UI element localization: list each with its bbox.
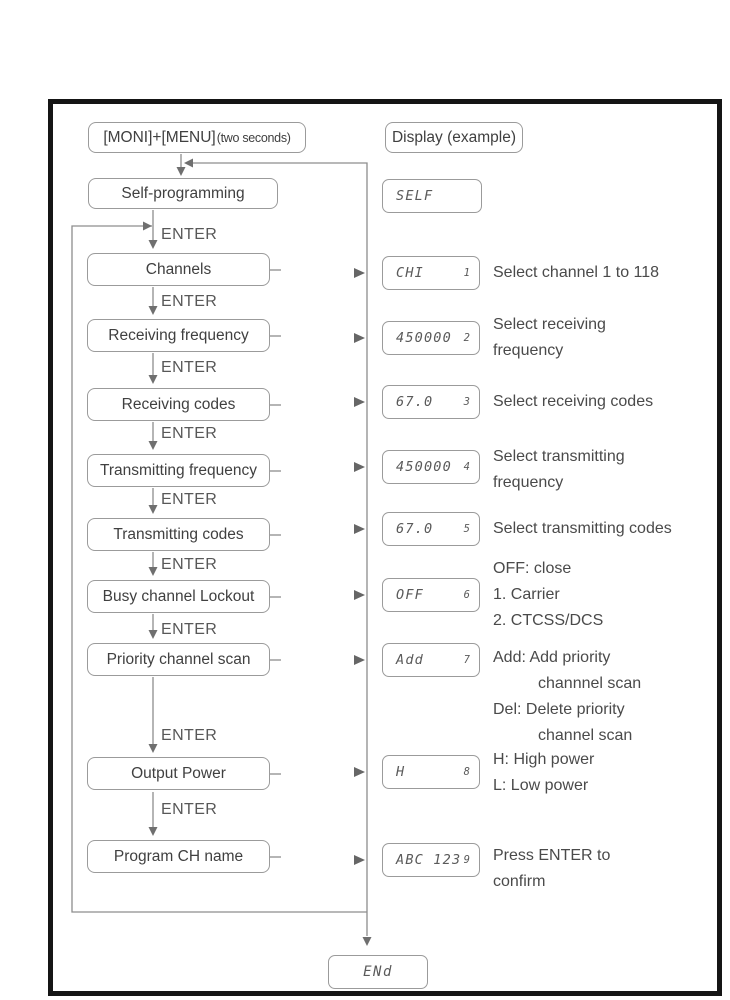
step-description: Add: Add priority [493, 649, 611, 666]
enter-label: ENTER [161, 491, 218, 508]
flow-node-channels: Channels [87, 253, 270, 286]
lcd-display: OFF 6 [382, 578, 480, 612]
flow-node-output-power: Output Power [87, 757, 270, 790]
flow-node-label: Channels [145, 260, 212, 278]
flow-node-busy-channel-lockout: Busy channel Lockout [87, 580, 270, 613]
flow-node-label: Self-programming [121, 184, 245, 202]
lcd-text: OFF [396, 587, 424, 603]
flow-node-program-ch-name: Program CH name [87, 840, 270, 873]
flow-node-label: Priority channel scan [106, 650, 251, 668]
lcd-text: ABC 123 [396, 852, 462, 868]
lcd-text: ENd [363, 964, 393, 980]
step-description: confirm [493, 873, 546, 890]
lcd-text: CHI [396, 265, 424, 281]
step-description: OFF: close [493, 560, 572, 577]
step-description: Press ENTER to [493, 847, 611, 864]
enter-label: ENTER [161, 425, 218, 442]
enter-label: ENTER [161, 556, 218, 573]
lcd-channel-indicator: 1 [463, 267, 470, 279]
flow-node-label: Receiving frequency [108, 326, 249, 344]
flow-node-transmitting-codes: Transmitting codes [87, 518, 270, 551]
flow-node-label: Output Power [131, 764, 226, 782]
flow-node-label: Program CH name [113, 847, 244, 865]
end-node: ENd [328, 955, 428, 989]
step-description: Del: Delete priority [493, 701, 625, 718]
lcd-channel-indicator: 7 [463, 654, 470, 666]
page-frame-border [48, 99, 722, 996]
step-description: Select transmitting [493, 448, 625, 465]
lcd-channel-indicator: 5 [463, 523, 470, 535]
flow-node-self-programming: Self-programming [88, 178, 278, 209]
step-description: Select receiving [493, 316, 606, 333]
display-example-node: Display (example) [385, 122, 523, 153]
lcd-channel-indicator: 9 [463, 854, 470, 866]
enter-label: ENTER [161, 359, 218, 376]
step-description: channel scan [538, 727, 633, 744]
lcd-channel-indicator: 3 [463, 396, 470, 408]
enter-label: ENTER [161, 293, 218, 310]
trigger-node: [MONI]+[MENU](two seconds) [88, 122, 306, 153]
step-description: Select channel 1 to 118 [493, 264, 660, 281]
lcd-channel-indicator: 6 [463, 589, 470, 601]
lcd-display: Add 7 [382, 643, 480, 677]
enter-label: ENTER [161, 801, 218, 818]
lcd-display: 450000 2 [382, 321, 480, 355]
step-description: H: High power [493, 751, 595, 768]
lcd-text: 450000 [396, 330, 452, 346]
flow-node-receiving-codes: Receiving codes [87, 388, 270, 421]
lcd-display: 450000 4 [382, 450, 480, 484]
step-description: channnel scan [538, 675, 642, 692]
lcd-text: 450000 [396, 459, 452, 475]
step-description: Select receiving codes [493, 393, 654, 410]
lcd-channel-indicator: 8 [463, 766, 470, 778]
trigger-sublabel: (two seconds) [216, 130, 291, 145]
flow-node-label: Transmitting frequency [99, 461, 258, 479]
enter-label: ENTER [161, 621, 218, 638]
lcd-text: SELF [396, 188, 434, 204]
enter-label: ENTER [161, 226, 218, 243]
enter-label: ENTER [161, 727, 218, 744]
step-description: L: Low power [493, 777, 589, 794]
step-description: 2. CTCSS/DCS [493, 612, 604, 629]
step-description: frequency [493, 474, 564, 491]
lcd-display: CHI 1 [382, 256, 480, 290]
flow-node-label: Busy channel Lockout [102, 587, 255, 605]
step-description: 1. Carrier [493, 586, 560, 603]
flow-node-transmitting-frequency: Transmitting frequency [87, 454, 270, 487]
flow-node-receiving-frequency: Receiving frequency [87, 319, 270, 352]
step-description: frequency [493, 342, 564, 359]
flow-node-priority-channel-scan: Priority channel scan [87, 643, 270, 676]
flow-node-label: Receiving codes [121, 395, 236, 413]
lcd-channel-indicator: 2 [463, 332, 470, 344]
lcd-text: 67.0 [396, 394, 434, 410]
lcd-text: Add [396, 652, 424, 668]
display-example-label: Display (example) [391, 128, 517, 146]
lcd-text: H [396, 764, 406, 780]
flow-node-label: Transmitting codes [113, 525, 244, 543]
lcd-channel-indicator: 4 [463, 461, 470, 473]
step-description: Select transmitting codes [493, 520, 672, 537]
trigger-label: [MONI]+[MENU] [103, 128, 216, 146]
lcd-self: SELF [382, 179, 482, 213]
lcd-text: 67.0 [396, 521, 434, 537]
